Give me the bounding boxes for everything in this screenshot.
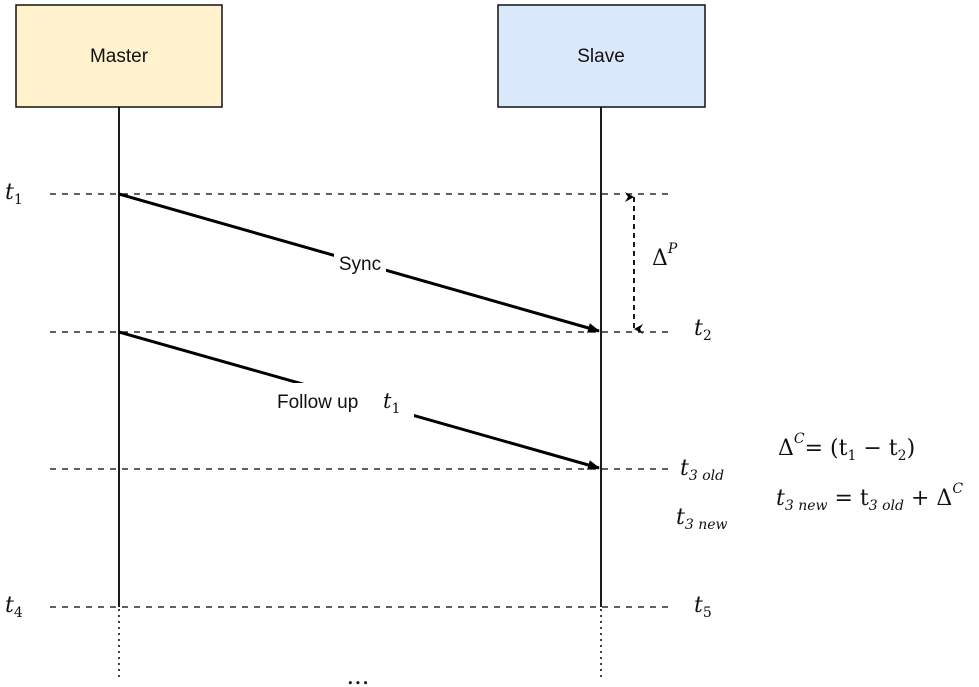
timestamp-t3-new: t3 new [676, 505, 728, 533]
master-label: Master [90, 46, 149, 67]
continuation-ellipsis: ... [347, 662, 370, 687]
sync-label-bg [334, 250, 386, 276]
master-box [15, 4, 223, 108]
delay-label: ΔP [652, 241, 678, 271]
slave-label: Slave [577, 46, 625, 67]
timestamp-t4: t4 [5, 593, 23, 621]
correction-equation: ΔC= (t1 − t2) [778, 431, 915, 464]
follow-up-param: t1 [383, 389, 400, 417]
slave-participant: Slave [497, 4, 706, 108]
sync-label: Sync [339, 254, 381, 275]
slave-box [497, 4, 706, 108]
follow-up-label-bg [274, 383, 414, 417]
master-participant: Master [15, 4, 223, 108]
update-equation: t3 new = t3 old + ΔC [776, 481, 963, 514]
timestamp-t5: t5 [694, 593, 712, 621]
timestamp-t3-old: t3 old [680, 456, 724, 484]
timestamp-t1: t1 [5, 180, 23, 208]
timestamp-t2: t2 [694, 316, 712, 344]
follow-up-label: Follow up [277, 392, 358, 413]
